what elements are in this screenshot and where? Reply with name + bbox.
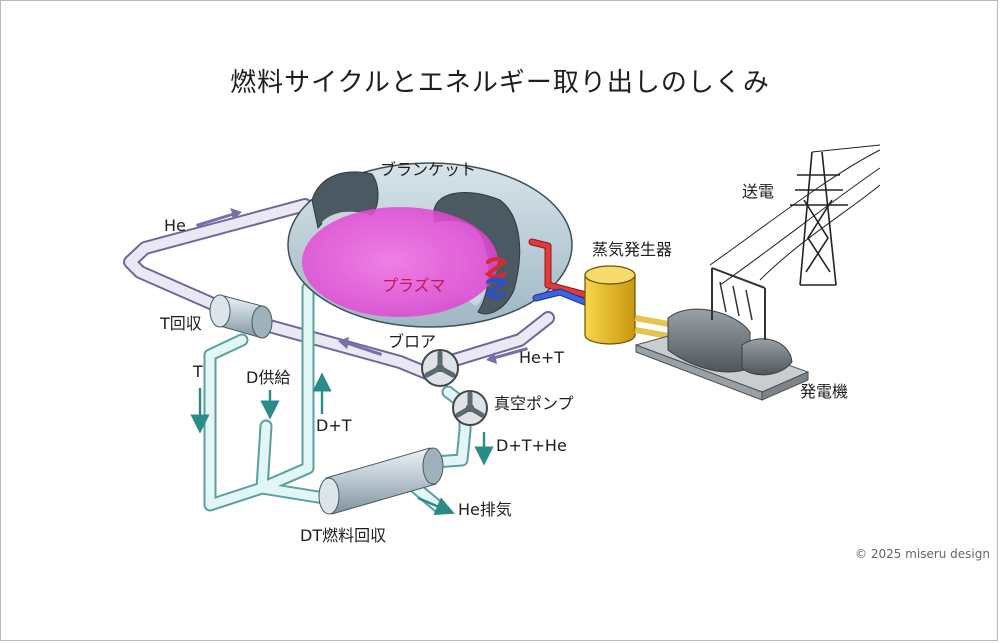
t-label: T [193,362,203,381]
fuel-loop-pipe [203,281,472,515]
d-supply-label: D供給 [246,368,291,387]
d-plus-t-label: D+T [316,416,352,435]
copyright-text: © 2025 miseru design [855,547,990,561]
steam-pipes [528,238,594,308]
dt-fuel-recovery-vessel [318,447,444,515]
steam-generator [584,265,681,345]
blower-label: ブロア [388,332,437,351]
plasma-label: プラズマ [382,276,446,295]
turbine-generator [634,267,810,401]
flow-arrows [196,208,528,364]
power-transmission-label: 送電 [742,182,775,201]
generator-label: 発電機 [800,382,849,401]
he-exhaust-label: He排気 [458,500,512,519]
he-plus-t-label: He+T [519,348,565,367]
plasma [302,207,498,317]
steam-generator-label: 蒸気発生器 [592,240,673,259]
dt-fuel-recovery-label: DT燃料回収 [300,526,387,545]
vacuum-pump-fan [452,390,488,426]
d-t-he-label: D+T+He [496,436,567,455]
blanket-label: ブランケット [380,160,477,179]
blower-fan [421,349,459,387]
vacuum-pump-label: 真空ポンプ [494,394,574,413]
fuel-flow-arrows [190,372,494,516]
transmission-tower [709,144,881,286]
he-label: He [164,216,186,235]
t-recovery-label: T回収 [160,314,202,333]
heat-coil [484,257,508,299]
diagram-title: 燃料サイクルとエネルギー取り出しのしくみ [230,68,770,98]
t-recovery-vessel [209,294,273,339]
